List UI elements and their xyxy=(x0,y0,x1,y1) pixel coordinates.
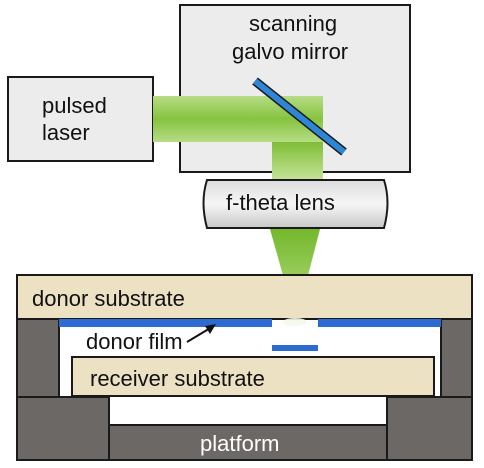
transferred-pixel xyxy=(272,345,318,351)
receiver-substrate xyxy=(71,356,435,397)
donor-film-label: donor film xyxy=(86,329,183,354)
pulsed-laser-label-line2: laser xyxy=(42,120,90,145)
pulsed-laser-box xyxy=(7,76,154,162)
right-support xyxy=(440,318,473,398)
donor-substrate-label: donor substrate xyxy=(32,286,185,311)
platform-right-block xyxy=(386,396,473,461)
laser-beam-vertical xyxy=(272,142,323,182)
platform-left-block xyxy=(16,396,110,461)
receiver-substrate-label: receiver substrate xyxy=(90,366,265,391)
galvo-label-line1: scanning xyxy=(249,11,338,36)
donor-film-left xyxy=(59,319,272,327)
galvo-label-line2: galvo mirror xyxy=(232,39,349,64)
f-theta-lens-label: f-theta lens xyxy=(226,190,335,215)
pulsed-laser-label-line1: pulsed xyxy=(42,93,107,118)
donor-film-right xyxy=(318,319,441,327)
platform xyxy=(108,424,388,461)
laser-beam-horizontal xyxy=(153,96,323,142)
left-support xyxy=(16,318,60,398)
platform-label: platform xyxy=(200,431,280,456)
donor-substrate xyxy=(16,274,473,320)
f-theta-lens xyxy=(202,179,389,229)
